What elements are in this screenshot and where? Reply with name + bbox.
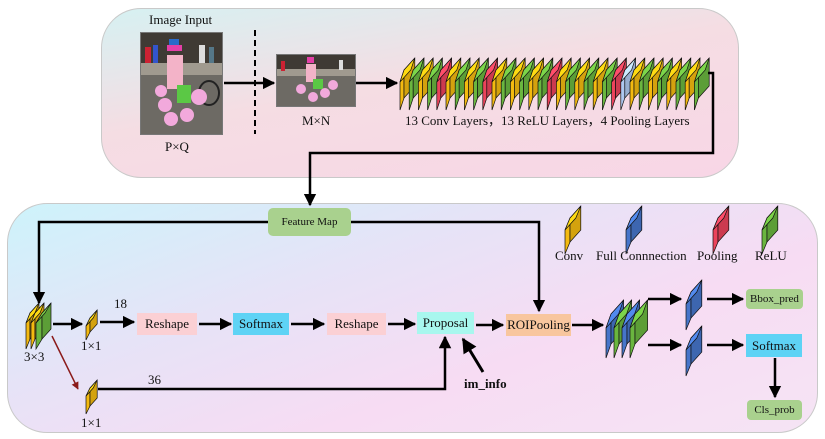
- legend-label-conv: Conv: [555, 248, 584, 263]
- conv1x1-reg-label: 1×1: [81, 415, 102, 430]
- legend-icon-pool: [712, 205, 730, 255]
- backbone-layer-relu: [694, 57, 710, 111]
- feature-map-box: Feature Map: [268, 208, 351, 236]
- backbone-layer-relu: [473, 57, 489, 111]
- conv1x1-cls-label: 1×1: [81, 338, 102, 353]
- legend-label-pooling: Pooling: [697, 248, 738, 263]
- arrow-feature-map-to-roipooling: [351, 220, 546, 313]
- backbone-caption: 13 Conv Layers，13 ReLU Layers，4 Pooling …: [405, 113, 690, 128]
- proposal-box: Proposal: [417, 312, 474, 334]
- conv1x1-reg-layer: [85, 379, 98, 415]
- backbone-layer-conv: [510, 57, 526, 111]
- backbone-layer-pool: [436, 57, 452, 111]
- rescaled-image: [276, 54, 356, 107]
- legend-icon-fc: [625, 205, 643, 255]
- head-stack-layer-relu: [629, 299, 648, 359]
- legend-icon-conv: [564, 205, 582, 255]
- conv3x3-layer-relu: [35, 302, 52, 351]
- backbone-layer-conv: [574, 57, 590, 111]
- softmax-box-2: Softmax: [746, 334, 802, 357]
- bbox-pred-box: Bbox_pred: [746, 289, 803, 309]
- softmax-box-1: Softmax: [233, 313, 289, 335]
- fc-cls-layer: [685, 325, 703, 377]
- arrow-feature-map-to-conv3x3: [32, 220, 268, 305]
- reshape-box-1: Reshape: [137, 313, 197, 335]
- image-input-title: Image Input: [149, 12, 213, 27]
- input-size-label: P×Q: [165, 139, 189, 154]
- arrow-backbone-to-feature-map: [303, 71, 715, 207]
- conv3x3-label: 3×3: [24, 349, 45, 364]
- cls-prob-box: Cls_prob: [747, 400, 802, 420]
- arrow-conv3x3-to-conv1x1-reg: [51, 335, 79, 390]
- legend-icon-relu: [761, 205, 779, 255]
- arrow-im-info-to-proposal: [461, 337, 485, 373]
- rescaled-size-label: M×N: [302, 113, 331, 128]
- conv1x1-cls-layer: [85, 309, 98, 341]
- cls-channels-label: 18: [114, 296, 127, 311]
- backbone-layer-conv: [556, 57, 572, 111]
- backbone-layer-conv: [418, 57, 434, 111]
- backbone-layer-relu: [454, 57, 471, 111]
- reg-channels-label: 36: [148, 372, 161, 387]
- input-image: [140, 32, 223, 135]
- arrow-conv1x1-reg-to-proposal: [98, 335, 452, 391]
- legend-label-full-connection: Full Connnection: [596, 248, 687, 263]
- im-info-label: im_info: [464, 376, 507, 391]
- roi-pooling-box: ROIPooling: [506, 314, 571, 336]
- fc-bbox-layer: [685, 279, 703, 331]
- reshape-box-2: Reshape: [327, 313, 386, 335]
